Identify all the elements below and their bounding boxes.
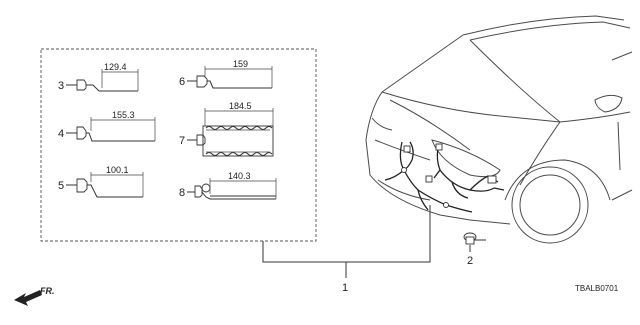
callout-7: 7 <box>179 135 185 147</box>
dimension-5: 100.1 <box>106 165 129 175</box>
callout-8: 8 <box>179 187 185 199</box>
callout-3: 3 <box>58 80 64 92</box>
part-2-grommet: 2 <box>463 232 486 267</box>
part-8-clip: 8 140.3 <box>179 171 277 200</box>
dimension-7: 184.5 <box>229 101 252 111</box>
wire-harness <box>384 141 505 213</box>
harness-leader-line <box>262 205 431 263</box>
dimension-8: 140.3 <box>228 171 251 181</box>
callout-2: 2 <box>467 255 473 267</box>
dimension-6: 159 <box>233 59 248 69</box>
dimension-4: 155.3 <box>112 110 135 120</box>
part-6-clip: 6 159 <box>179 59 273 89</box>
part-3-clip: 3 129.4 <box>58 62 139 92</box>
part-4-clip: 4 155.3 <box>58 110 156 142</box>
callout-4: 4 <box>58 128 64 140</box>
front-direction-arrow: FR. <box>14 286 55 306</box>
callout-1: 1 <box>342 282 348 294</box>
parts-callout-box <box>40 48 317 242</box>
part-5-clip: 5 100.1 <box>58 165 144 198</box>
diagram-code: TBALB0701 <box>575 284 619 293</box>
dimension-3: 129.4 <box>104 62 127 72</box>
callout-5: 5 <box>58 180 64 192</box>
part-7-clip: 7 184.5 <box>179 101 274 157</box>
callout-6: 6 <box>179 76 185 88</box>
vehicle-outline <box>365 15 633 244</box>
direction-label: FR. <box>40 286 55 296</box>
